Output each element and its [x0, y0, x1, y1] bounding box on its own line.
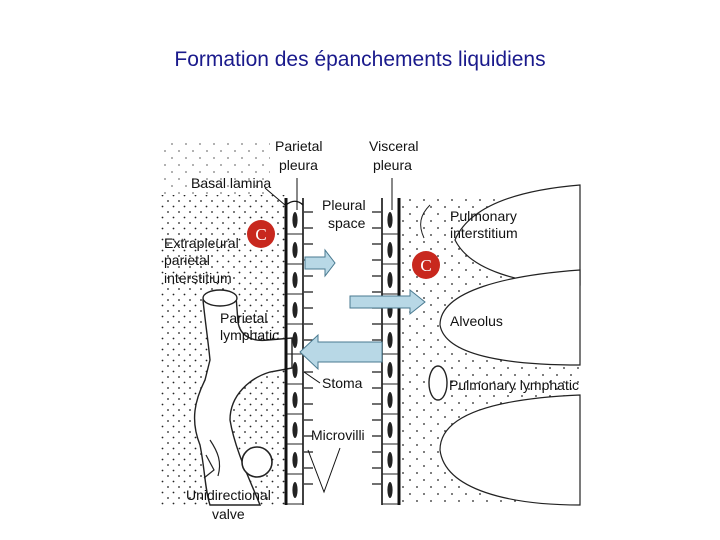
parietal-mesothelial-cell [287, 362, 303, 385]
parietal-mesothelial-cell [287, 242, 303, 265]
alveolus-lower [439, 394, 581, 506]
parietal-mesothelial-cell [287, 392, 303, 415]
label-parietal-lymphatic-1: Parietal [220, 310, 267, 326]
label-microvilli: Microvilli [311, 427, 365, 443]
parietal-mesothelial-cell [287, 422, 303, 445]
visceral-mesothelial-cell [382, 332, 398, 355]
parietal-mesothelial-cell [287, 212, 303, 235]
page-title: Formation des épanchements liquidiens [174, 48, 546, 71]
label-visceral-pleura-1: Visceral [369, 138, 419, 154]
visceral-mesothelial-cell [382, 212, 398, 235]
label-pleural-space-2: space [328, 215, 366, 231]
visceral-mesothelial-cell [382, 392, 398, 415]
label-pulmonary-interstitium-2: interstitium [450, 225, 518, 241]
label-parietal-lymphatic-2: lymphatic [220, 327, 279, 343]
capillary-marker-left: C [255, 225, 266, 244]
visceral-mesothelial-cell [382, 452, 398, 475]
arrow-parietal-to-space [304, 248, 336, 278]
pulmonary-region [400, 184, 581, 506]
parietal-mesothelial-cell [287, 302, 303, 325]
label-pulmonary-interstitium-1: Pulmonary [450, 208, 517, 224]
visceral-mesothelial-cell [382, 362, 398, 385]
label-visceral-pleura-2: pleura [373, 157, 412, 173]
label-extrapleural-2: parietal [164, 252, 210, 268]
label-extrapleural-3: interstitium [164, 270, 232, 286]
upper-left-region [160, 140, 270, 195]
label-parietal-pleura-1: Parietal [275, 138, 322, 154]
label-pulmonary-lymphatic: Pulmonary lymphatic [449, 377, 579, 393]
parietal-lymphatic-vessel [193, 295, 293, 506]
parietal-capillary: C [247, 220, 275, 248]
pulmonary-lymphatic-vessel [428, 365, 448, 401]
capillary-marker-right: C [420, 256, 431, 275]
label-alveolus: Alveolus [450, 313, 503, 329]
label-unidirectional-valve-1: Unidirectional [186, 487, 271, 503]
visceral-mesothelial-cell [382, 482, 398, 505]
label-parietal-pleura-2: pleura [279, 157, 318, 173]
parietal-mesothelial-cell [287, 452, 303, 475]
parietal-mesothelial-cell [287, 482, 303, 505]
visceral-mesothelial-cell [382, 272, 398, 295]
parietal-mesothelial-cell [287, 332, 303, 355]
arrow-space-to-stoma [299, 333, 383, 371]
label-stoma: Stoma [322, 375, 363, 391]
parietal-mesothelial-cell [287, 272, 303, 295]
visceral-mesothelial-cell [382, 242, 398, 265]
visceral-mesothelial-cell [382, 422, 398, 445]
arrow-visceral-to-space [349, 288, 426, 316]
pulmonary-capillary: C [412, 251, 440, 279]
label-basal-lamina: Basal lamina [191, 175, 271, 191]
pointer-lines [264, 187, 341, 494]
alveolus-middle [439, 269, 581, 366]
label-pleural-space-1: Pleural [322, 197, 366, 213]
lymphatic-opening [202, 289, 238, 307]
label-unidirectional-valve-2: valve [212, 506, 245, 522]
lower-capillary [241, 446, 273, 478]
label-extrapleural-1: Extrapleural [164, 235, 239, 251]
